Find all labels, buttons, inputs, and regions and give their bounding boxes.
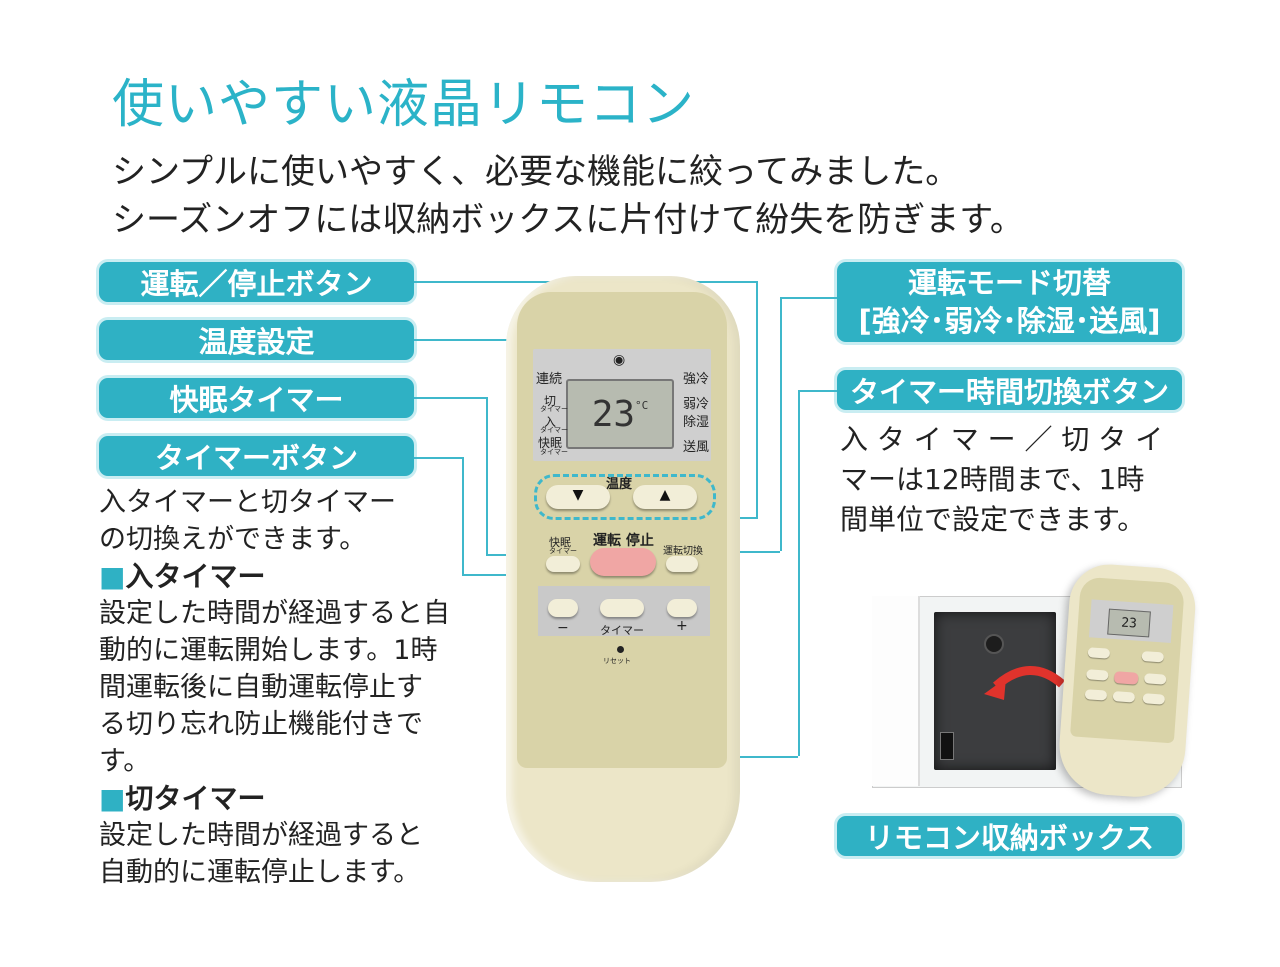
timer-button[interactable] xyxy=(600,599,644,617)
timer-label: タイマー xyxy=(600,624,644,637)
mini-button xyxy=(1112,691,1136,703)
label-storage-box: リモコン収納ボックス xyxy=(837,816,1182,856)
desc-line: 設定した時間が経過すると xyxy=(99,820,423,851)
timer-plus-button[interactable] xyxy=(667,599,697,617)
lcd-unit: °C xyxy=(635,398,649,412)
desc-line: 入 タ イ マ ー ／ 切 タ イ xyxy=(840,423,1164,456)
label-timer-button: タイマーボタン xyxy=(99,436,414,476)
mini-button xyxy=(1142,693,1166,705)
mode-switch-button[interactable] xyxy=(666,556,698,572)
leader-line-timer-box-h xyxy=(712,756,798,758)
lcd-screen: 23°C xyxy=(566,379,674,449)
storage-wall xyxy=(872,596,920,786)
on-timer-heading: ■入タイマー xyxy=(99,558,459,595)
lcd-temperature: 23 xyxy=(591,393,636,435)
desc-line: 設定した時間が経過すると自 xyxy=(99,598,450,629)
label-sleep-timer: 快眠タイマー xyxy=(99,378,414,418)
mini-button xyxy=(1087,647,1111,659)
mode-label-off: 切 xyxy=(544,394,557,408)
minus-label: − xyxy=(557,620,569,636)
temperature-group-outline xyxy=(534,474,716,520)
on-timer-heading-text: 入タイマー xyxy=(125,560,266,593)
mini-button xyxy=(1084,689,1108,701)
sleep-timer-button[interactable] xyxy=(546,556,580,572)
power-button[interactable] xyxy=(590,548,656,576)
leader-line-mode xyxy=(780,297,837,299)
leader-line-timer xyxy=(414,457,464,576)
leader-line-timer-switch-v xyxy=(798,390,800,756)
reset-hole[interactable] xyxy=(617,646,624,653)
page-subtitle: シンプルに使いやすく、必要な機能に絞ってみました。 シーズンオフには収納ボックス… xyxy=(112,148,1024,244)
insert-arrow-icon xyxy=(984,666,1065,700)
leader-line-timer-switch xyxy=(798,390,837,392)
leader-line-sleep xyxy=(414,397,488,556)
desc-line: 入タイマーと切タイマー xyxy=(99,487,396,518)
bullet-square-icon: ■ xyxy=(99,560,126,593)
screw-icon xyxy=(984,634,1004,654)
mode-label-weak-cool: 弱冷 xyxy=(683,397,710,412)
mode-label-sleep-timer: タイマー xyxy=(540,448,568,456)
mode-button-label: 運転切換 xyxy=(663,546,703,557)
sleep-button-sublabel: タイマー xyxy=(549,547,577,555)
sleep-button-label: 快眠 xyxy=(549,536,571,549)
plus-label: + xyxy=(676,618,688,634)
subtitle-line-1: シンプルに使いやすく、必要な機能に絞ってみました。 xyxy=(112,152,960,192)
desc-line: 間運転後に自動運転停止す xyxy=(99,672,423,703)
mode-label-off-timer: タイマー xyxy=(540,405,568,413)
desc-line: マーは12時間まで、1時 xyxy=(840,463,1145,496)
label-mode-switch: 運転モード切替 [強冷･弱冷･除湿･送風] xyxy=(837,262,1182,342)
mode-label-sleep: 快眠 xyxy=(538,436,563,450)
signal-icon: ◉ xyxy=(613,352,626,368)
off-timer-heading-text: 切タイマー xyxy=(125,782,266,815)
up-arrow-icon: ▲ xyxy=(659,487,671,503)
mini-lcd: 23 xyxy=(1107,608,1151,638)
desc-line: 間単位で設定できます。 xyxy=(840,503,1146,536)
mini-button xyxy=(1141,650,1165,663)
leader-line-mode-v xyxy=(780,297,782,551)
subtitle-line-2: シーズンオフには収納ボックスに片付けて紛失を防ぎます。 xyxy=(112,200,1024,240)
temperature-label: 温度 xyxy=(606,477,633,492)
mode-label-on: 入 xyxy=(544,415,557,429)
mode-label-dehumidify: 除湿 xyxy=(683,415,710,430)
label-temperature: 温度設定 xyxy=(99,320,414,360)
mini-button xyxy=(1086,669,1109,681)
mini-power-button xyxy=(1113,671,1139,685)
mode-label-on-timer: タイマー xyxy=(540,426,568,434)
reset-label: リセット xyxy=(603,657,631,665)
label-power-button: 運転／停止ボタン xyxy=(99,262,414,302)
temp-up-button[interactable]: ▲ xyxy=(633,485,697,509)
power-button-label: 運転 停止 xyxy=(593,533,654,549)
down-arrow-icon: ▼ xyxy=(572,487,584,503)
page-title: 使いやすい液晶リモコン xyxy=(112,75,696,135)
timer-minus-button[interactable] xyxy=(548,599,578,617)
mode-label-fan: 送風 xyxy=(683,440,710,455)
off-timer-heading: ■切タイマー xyxy=(99,780,459,817)
mode-label-continuous: 連続 xyxy=(536,372,563,387)
mode-switch-line-2: [強冷･弱冷･除湿･送風] xyxy=(858,304,1161,338)
timer-switch-description: 入 タ イ マ ー ／ 切 タ イ マーは12時間まで、1時 間単位で設定できま… xyxy=(840,420,1185,540)
temp-down-button[interactable]: ▼ xyxy=(546,485,610,509)
slot-icon xyxy=(940,732,954,760)
desc-line: る切り忘れ防止機能付きです。 xyxy=(99,709,423,777)
label-timer-switch: タイマー時間切換ボタン xyxy=(837,370,1182,410)
desc-line: 動的に運転開始します。1時 xyxy=(99,635,438,666)
mode-switch-line-1: 運転モード切替 xyxy=(907,266,1111,300)
desc-line: 自動的に運転停止します。 xyxy=(99,857,421,888)
desc-line: の切換えができます。 xyxy=(99,524,367,555)
mini-button xyxy=(1143,673,1167,685)
mode-label-strong-cool: 強冷 xyxy=(683,372,710,387)
mini-remote: 23 xyxy=(1056,561,1198,801)
timer-description: 入タイマーと切タイマー の切換えができます。 ■入タイマー 設定した時間が経過す… xyxy=(99,484,459,891)
bullet-square-icon: ■ xyxy=(99,782,126,815)
